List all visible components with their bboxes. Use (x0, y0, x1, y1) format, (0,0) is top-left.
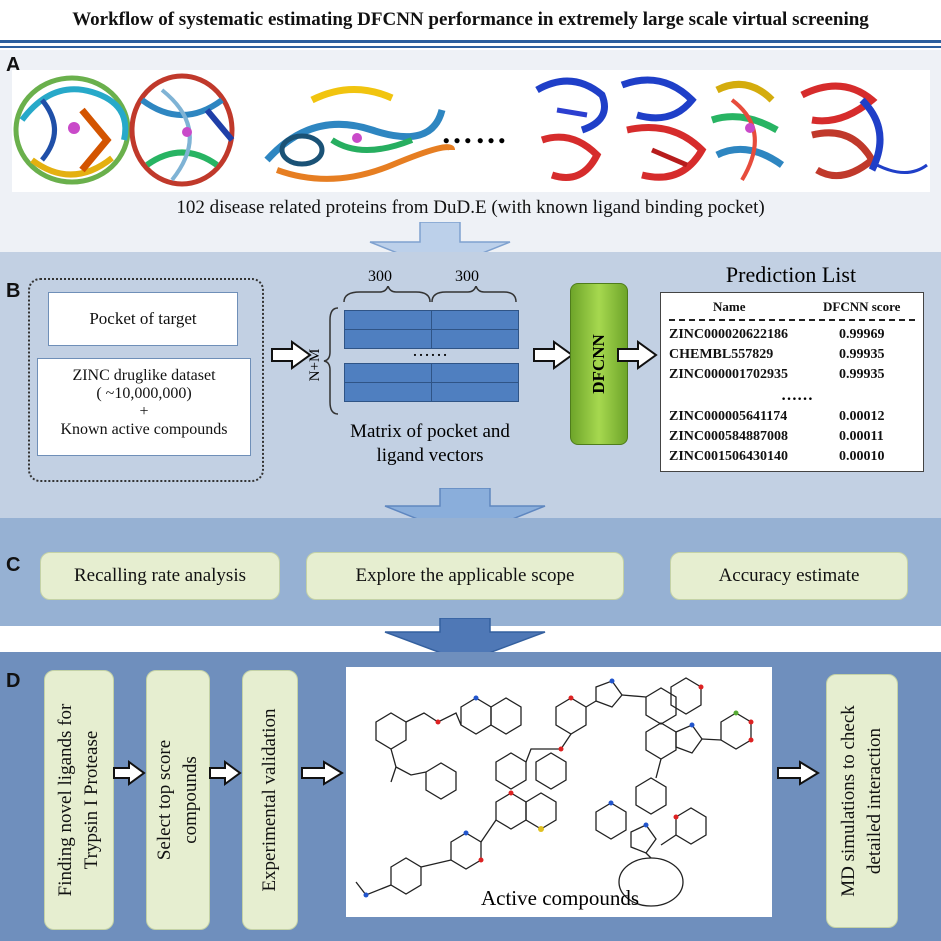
matrix-cell-r4c2 (431, 382, 519, 402)
protein-structures (13, 73, 928, 187)
protein-structure-1 (13, 75, 131, 185)
input-group (28, 278, 264, 482)
arrow-step2-to-step3 (209, 760, 242, 786)
matrix-dim-right: 300 (455, 268, 479, 285)
protein-strip (12, 70, 930, 192)
compound-1 (375, 697, 522, 800)
panel-b-label: B (6, 280, 21, 302)
protein-ellipsis: …… (441, 114, 509, 150)
arrow-model-to-list (617, 340, 658, 370)
matrix-cell-r2c2 (431, 329, 519, 349)
title-rule-bottom (0, 46, 941, 48)
matrix-cell-r1c1 (344, 310, 432, 330)
arrow-c-to-d (384, 618, 546, 663)
protein-caption: 102 disease related proteins from DuD.E … (176, 197, 765, 218)
compounds-caption: Active compounds (480, 886, 640, 910)
dataset-box: ZINC druglike dataset ( ~10,000,000) + K… (37, 358, 251, 456)
protein-structure-5 (620, 76, 707, 181)
matrix-cell-r4c1 (344, 382, 432, 402)
compound-3 (635, 677, 752, 815)
arrow-matrix-to-model (533, 340, 574, 370)
arrow-compounds-to-md (777, 760, 820, 786)
heteroatoms-o (435, 684, 754, 863)
applicable-scope-box: Explore the applicable scope (306, 552, 624, 600)
page-title: Workflow of systematic estimating DFCNN … (72, 9, 869, 30)
pocket-box: Pocket of target (48, 292, 238, 346)
matrix-braces (343, 286, 517, 303)
matrix-rows-brace (323, 307, 339, 415)
step-select-top: Select top score compounds (146, 670, 210, 930)
protein-structure-2 (129, 73, 235, 187)
panel-d-label: D (6, 670, 21, 692)
step-finding-ligands: Finding novel ligands for Trypsin I Prot… (44, 670, 114, 930)
dataset-line-3: Known active compounds (60, 421, 228, 438)
arrow-input-to-matrix (271, 340, 312, 370)
matrix-cell-r3c1 (344, 363, 432, 383)
matrix-dim-left: 300 (368, 268, 392, 285)
compound-structures (355, 677, 754, 907)
recalling-rate-box: Recalling rate analysis (40, 552, 280, 600)
arrow-step3-to-compounds (301, 760, 344, 786)
matrix-cell-r1c2 (431, 310, 519, 330)
step-experimental-validation: Experimental validation (242, 670, 298, 930)
protein-structure-6 (710, 80, 785, 182)
prediction-ellipsis: …… (781, 387, 813, 404)
step-md-simulations: MD simulations to check detailed interac… (826, 674, 898, 928)
heteroatoms-f (733, 710, 739, 716)
accuracy-estimate-box: Accuracy estimate (670, 552, 908, 600)
protein-structure-3 (264, 86, 455, 182)
dataset-plus: + (139, 403, 149, 420)
active-compounds-box (346, 667, 772, 917)
panel-c-label: C (6, 554, 21, 576)
dataset-line-1: ZINC druglike dataset (72, 367, 216, 384)
compound-2 (495, 680, 677, 790)
protein-structure-4 (535, 77, 608, 181)
compound-4 (355, 792, 557, 896)
dfcnn-model: DFCNN (570, 283, 628, 445)
arrow-step1-to-step2 (113, 760, 146, 786)
matrix-ellipsis: …… (412, 340, 448, 360)
heteroatoms-n (363, 678, 695, 898)
title-rule-top (0, 40, 941, 43)
prediction-header-divider (669, 319, 915, 321)
heteroatoms-s (538, 826, 544, 832)
prediction-title: Prediction List (725, 262, 857, 287)
protein-structure-7 (800, 82, 928, 180)
dataset-line-2: ( ~10,000,000) (96, 385, 192, 402)
matrix-cell-r3c2 (431, 363, 519, 383)
matrix-caption: Matrix of pocket and ligand vectors (350, 421, 510, 466)
